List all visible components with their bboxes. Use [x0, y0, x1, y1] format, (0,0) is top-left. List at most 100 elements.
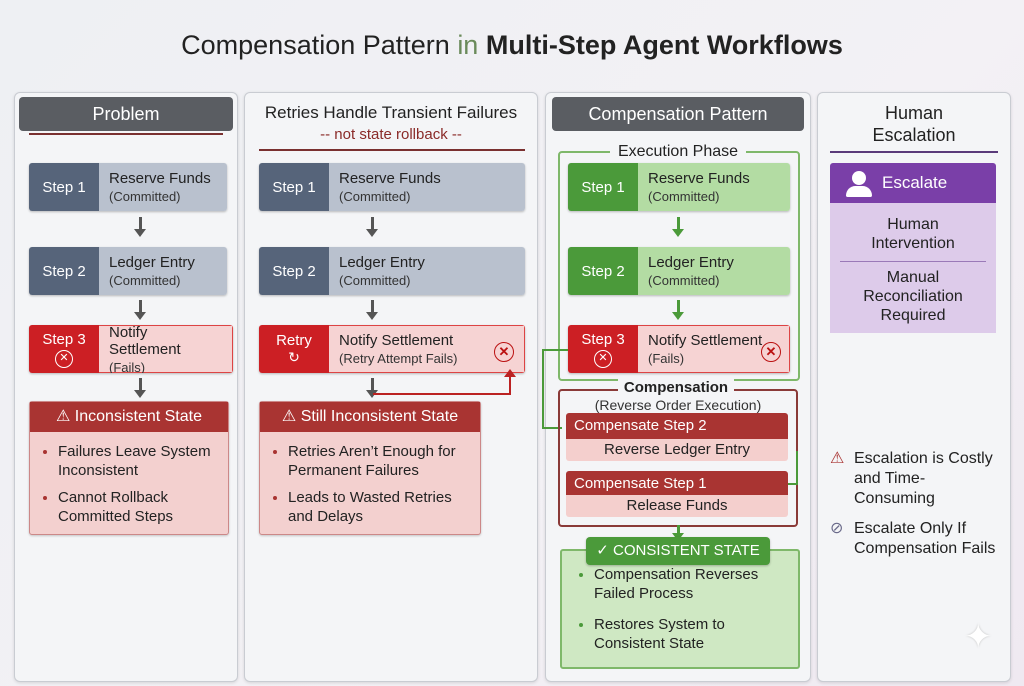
connector-line	[542, 349, 544, 429]
step-tag: Step 2	[259, 247, 329, 295]
step-title: Ledger Entry	[339, 254, 425, 271]
compensation-heading: Compensation Pattern	[552, 97, 804, 131]
step-sub: (Committed)	[648, 189, 720, 204]
escalate-only-note: ⊘ Escalate Only If Compensation Fails	[830, 519, 1006, 559]
connector-line	[796, 451, 798, 483]
warning-icon: ⚠	[56, 408, 75, 425]
down-arrow	[672, 300, 684, 320]
fail-icon: ✕	[761, 342, 781, 362]
problem-heading: Problem	[19, 97, 233, 131]
retries-step-2: Step 2 Ledger Entry (Committed)	[259, 247, 525, 295]
escalate-only-text: Escalate Only If Compensation Fails	[854, 520, 996, 557]
list-item: Failures Leave System Inconsistent	[58, 442, 228, 480]
down-arrow	[672, 217, 684, 237]
step-title: Notify Settlement	[339, 332, 454, 349]
warning-icon: ⚠	[830, 450, 845, 467]
list-item: Retries Aren’t Enough for Permanent Fail…	[288, 442, 480, 480]
step-title: Ledger Entry	[109, 254, 195, 271]
compensate-step-1-body: Release Funds	[566, 495, 788, 517]
compensation-column: Compensation Pattern Execution Phase Ste…	[542, 92, 811, 682]
down-arrow	[672, 525, 684, 541]
x-circle-icon: ✕	[594, 349, 612, 368]
retries-subheading: -- not state rollback --	[320, 126, 462, 143]
list-item: Cannot Rollback Committed Steps	[58, 488, 228, 526]
down-arrow	[134, 378, 146, 398]
compensate-step-1-header: Compensate Step 1	[566, 471, 788, 497]
retries-column: Retries Handle Transient Failures -- not…	[244, 92, 538, 682]
down-arrow	[134, 217, 146, 237]
title-part-1: Compensation Pattern	[181, 30, 458, 60]
fail-icon: ✕	[494, 342, 514, 362]
escalate-label: Escalate	[882, 173, 948, 192]
retries-step-retry: Retry↻ Notify Settlement(Retry Attempt F…	[259, 325, 525, 373]
retry-icon: ↻	[288, 349, 300, 365]
compensate-step-2-header: Compensate Step 2	[566, 413, 788, 439]
human-heading-line-1: Human	[884, 103, 944, 123]
retries-step-1: Step 1 Reserve Funds (Committed)	[259, 163, 525, 211]
problem-divider	[29, 133, 223, 135]
step-sub: (Fails)	[648, 351, 685, 366]
human-divider	[830, 151, 998, 153]
still-inconsistent-box: ⚠ Still Inconsistent State Retries Aren’…	[259, 401, 481, 535]
down-arrow	[366, 378, 378, 398]
down-arrow	[134, 300, 146, 320]
step-sub: (Committed)	[339, 273, 411, 288]
step-tag: Step 1	[568, 163, 638, 211]
retries-heading: Retries Handle Transient Failures	[264, 103, 518, 122]
step-sub: (Committed)	[109, 189, 181, 204]
costly-note-text: Escalation is Costly and Time-Consuming	[854, 450, 993, 507]
step-sub: (Committed)	[339, 189, 411, 204]
purple-divider	[840, 261, 986, 262]
problem-step-3: Step 3✕ Notify Settlement(Fails)	[29, 325, 233, 373]
step-tag: Step 2	[29, 247, 99, 295]
title-part-3: Multi-Step Agent Workflows	[485, 30, 843, 60]
human-heading-line-2: Escalation	[872, 125, 956, 145]
blocked-person-icon: ⊘	[830, 520, 844, 537]
step-tag: Step 3	[581, 330, 625, 348]
sparkle-icon: ✦	[964, 618, 993, 656]
problem-step-2: Step 2 Ledger Entry (Committed)	[29, 247, 227, 295]
execution-phase-label: Execution Phase	[610, 143, 746, 161]
step-tag: Step 1	[29, 163, 99, 211]
manual-reconciliation-text: Manual Reconciliation Required	[863, 269, 963, 324]
state-heading: Inconsistent State	[74, 408, 202, 425]
down-arrow	[366, 300, 378, 320]
connector-line	[542, 349, 568, 351]
retry-loop-line	[373, 393, 511, 395]
escalate-body: Human Intervention Manual Reconciliation…	[830, 203, 996, 333]
step-title: Reserve Funds	[339, 170, 441, 187]
escalate-header: Escalate	[830, 163, 996, 203]
list-item: Leads to Wasted Retries and Delays	[288, 488, 480, 526]
state-heading: Still Inconsistent State	[300, 408, 459, 425]
consistent-state-badge: ✓ CONSISTENT STATE	[586, 537, 770, 565]
compensate-step-2-body: Reverse Ledger Entry	[566, 439, 788, 461]
compensation-label: Compensation	[618, 379, 734, 396]
step-sub: (Committed)	[648, 273, 720, 288]
person-icon	[844, 169, 874, 197]
step-sub: (Fails)	[109, 359, 146, 374]
comp-step-1: Step 1 Reserve Funds(Committed)	[568, 163, 790, 211]
compensation-sublabel: (Reverse Order Execution)	[594, 397, 762, 413]
comp-step-2: Step 2 Ledger Entry (Committed)	[568, 247, 790, 295]
human-escalation-column: Human Escalation Escalate Human Interven…	[817, 92, 1011, 682]
consistent-label: CONSISTENT STATE	[613, 542, 760, 559]
human-intervention-text: Human Intervention	[871, 216, 955, 252]
retry-loop-line	[509, 375, 511, 395]
comp-step-3: Step 3✕ Notify Settlement(Fails) ✕	[568, 325, 790, 373]
step-tag: Step 2	[568, 247, 638, 295]
connector-line	[788, 483, 798, 485]
step-sub: (Committed)	[109, 273, 181, 288]
step-tag: Retry	[276, 332, 312, 349]
retries-divider	[259, 149, 525, 151]
down-arrow	[366, 217, 378, 237]
check-circle-icon: ✓	[596, 542, 614, 559]
list-item: Compensation Reverses Failed Process	[594, 565, 798, 603]
step-title: Ledger Entry	[648, 254, 734, 271]
step-title: Notify Settlement	[648, 332, 763, 349]
x-circle-icon: ✕	[55, 349, 73, 368]
step-title: Notify Settlement	[109, 325, 181, 358]
title-part-2: in	[457, 30, 486, 60]
warning-icon: ⚠	[281, 408, 301, 425]
page-title: Compensation Pattern in Multi-Step Agent…	[0, 30, 1024, 61]
step-tag: Step 1	[259, 163, 329, 211]
